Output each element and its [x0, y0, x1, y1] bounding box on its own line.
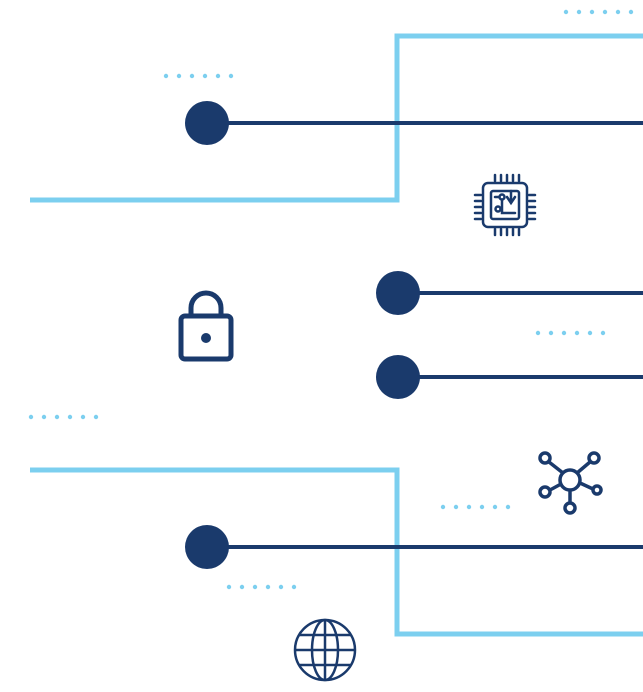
dot: [602, 9, 608, 15]
dot: [453, 504, 459, 510]
dot: [54, 414, 60, 420]
dot: [93, 414, 99, 420]
dot: [600, 330, 606, 336]
node-line-3: [376, 355, 643, 399]
dot: [466, 504, 472, 510]
dot: [563, 9, 569, 15]
dot: [615, 9, 621, 15]
dot: [80, 414, 86, 420]
dot: [226, 584, 232, 590]
dot: [548, 330, 554, 336]
dot: [535, 330, 541, 336]
dot: [163, 73, 169, 79]
light-trace-top: [30, 33, 643, 203]
chip-icon: [473, 173, 537, 237]
dot: [252, 584, 258, 590]
dot: [479, 504, 485, 510]
dot: [587, 330, 593, 336]
dot: [189, 73, 195, 79]
dot: [67, 414, 73, 420]
dot: [28, 414, 34, 420]
node-line-1: [185, 101, 643, 145]
dot: [265, 584, 271, 590]
dot: [239, 584, 245, 590]
dot-rows: [28, 9, 634, 590]
dot: [561, 330, 567, 336]
dot: [202, 73, 208, 79]
dot: [628, 9, 634, 15]
lock-icon: [178, 290, 234, 362]
dot: [440, 504, 446, 510]
dot: [576, 9, 582, 15]
dot: [41, 414, 47, 420]
dot: [228, 73, 234, 79]
node-line-4: [185, 525, 643, 569]
dot: [215, 73, 221, 79]
dot: [291, 584, 297, 590]
dot: [278, 584, 284, 590]
dot: [574, 330, 580, 336]
node-line-2: [376, 271, 643, 315]
dot: [505, 504, 511, 510]
dot: [176, 73, 182, 79]
dot: [589, 9, 595, 15]
light-trace-bottom: [30, 467, 643, 637]
globe-icon: [293, 618, 357, 682]
network-icon: [538, 451, 603, 515]
dot: [492, 504, 498, 510]
